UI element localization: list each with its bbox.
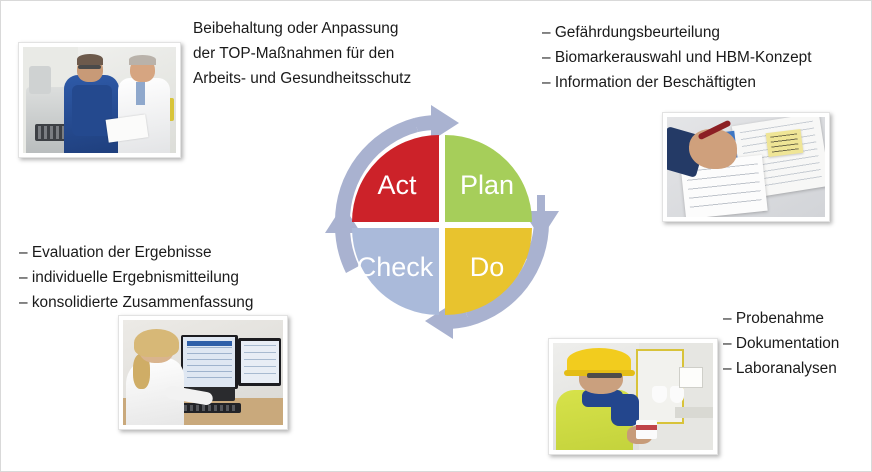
photo-consultation-worker-hair — [76, 54, 103, 65]
photo-consultation-physician-hair — [128, 55, 157, 65]
plan-annotation-line-3: – Information der Beschäftigten — [542, 74, 756, 91]
photo-sampling-sample-container — [636, 420, 657, 440]
do-annotation-line-2: – Dokumentation — [723, 335, 840, 352]
pdca-quadrant-check[interactable] — [352, 228, 439, 315]
photo-documentation-hand — [689, 129, 737, 169]
photo-evaluation — [118, 315, 288, 430]
arrow-right-head — [523, 195, 559, 239]
arrow-left-head — [325, 205, 361, 249]
pdca-quadrant-act[interactable] — [352, 135, 439, 222]
pdca-arrow-ring — [325, 105, 559, 339]
photo-sampling-fixture-right — [669, 385, 685, 403]
photo-evaluation-ponytail — [132, 353, 151, 390]
pdca-cycle-svg: Act Plan Check Do — [325, 105, 559, 339]
plan-annotation-line-2: – Biomarkerauswahl und HBM-Konzept — [542, 49, 812, 66]
pdca-label-check: Check — [357, 252, 434, 282]
do-annotation: – Probenahme – Dokumentation – Laboranal… — [723, 306, 839, 381]
plan-annotation-line-1: – Gefährdungsbeurteilung — [542, 24, 720, 41]
photo-evaluation-monitor-primary — [180, 334, 239, 390]
pdca-label-do: Do — [470, 252, 505, 282]
photo-sampling-hard-hat — [567, 348, 632, 375]
check-annotation-line-3: – konsolidierte Zusammenfassung — [19, 294, 254, 311]
photo-evaluation-hair — [134, 329, 179, 357]
act-annotation-line-3: Arbeits- und Gesundheitsschutz — [193, 70, 412, 87]
arrow-bottom-head — [425, 303, 473, 339]
photo-consultation-equipment-top — [29, 66, 51, 94]
act-annotation: Beibehaltung oder Anpassung der TOP-Maßn… — [193, 16, 411, 91]
photo-consultation-physician-tie — [136, 81, 146, 106]
pdca-label-act: Act — [377, 170, 417, 200]
photo-documentation-sticky-note — [765, 128, 803, 158]
photo-consultation — [18, 42, 181, 158]
do-annotation-line-1: – Probenahme — [723, 310, 824, 327]
photo-sampling-safety-glasses — [586, 372, 622, 379]
photo-sampling-wall-sign — [679, 366, 704, 388]
act-annotation-line-1: Beibehaltung oder Anpassung — [193, 20, 399, 37]
photo-sampling-shoulder — [610, 394, 640, 427]
check-annotation-line-1: – Evaluation der Ergebnisse — [19, 244, 212, 261]
pdca-quadrants — [352, 135, 532, 315]
photo-sampling — [548, 338, 718, 455]
photo-sampling-counter — [674, 407, 713, 418]
photo-evaluation-keyboard — [180, 402, 242, 414]
pdca-label-plan: Plan — [460, 170, 514, 200]
arrow-bottom — [466, 222, 550, 326]
act-annotation-line-2: der TOP-Maßnahmen für den — [193, 45, 395, 62]
do-annotation-line-3: – Laboranalysen — [723, 360, 837, 377]
check-annotation: – Evaluation der Ergebnisse – individuel… — [19, 240, 253, 315]
photo-consultation-worker-vest — [71, 85, 112, 137]
plan-annotation: – Gefährdungsbeurteilung – Biomarkerausw… — [542, 20, 811, 95]
photo-sampling-fixture-left — [652, 385, 667, 403]
pdca-quadrant-do[interactable] — [445, 228, 532, 315]
photo-evaluation-monitor-secondary — [238, 337, 282, 387]
check-annotation-line-2: – individuelle Ergebnismitteilung — [19, 269, 239, 286]
photo-documentation — [662, 112, 830, 222]
pdca-quadrant-plan[interactable] — [445, 135, 532, 222]
pdca-cycle: Act Plan Check Do — [319, 99, 565, 345]
arrow-top-head — [411, 105, 459, 141]
photo-consultation-worker-glasses — [78, 65, 102, 70]
